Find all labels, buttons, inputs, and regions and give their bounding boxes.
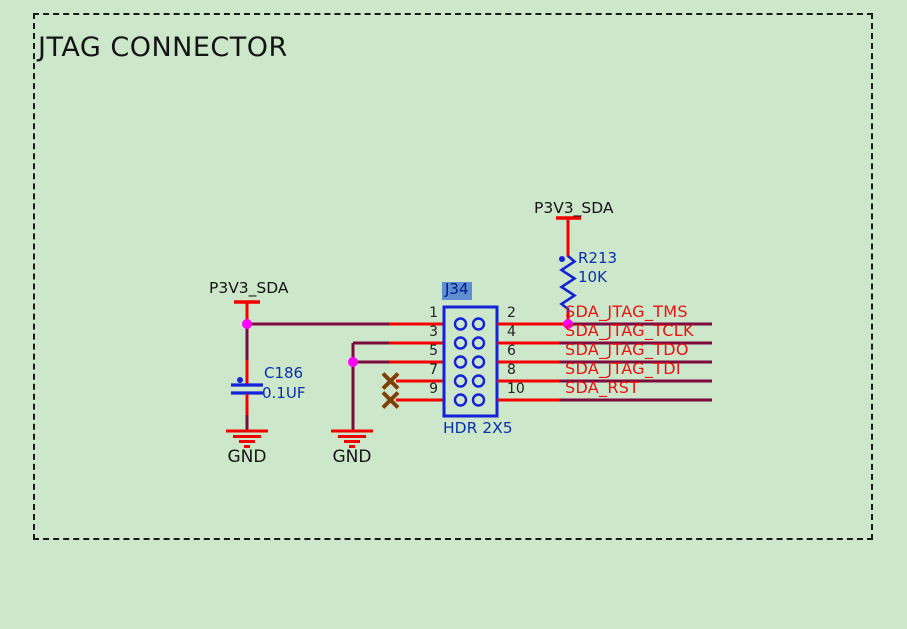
pin-number-5: 5	[429, 343, 438, 359]
no-connect-x-pin7[interactable]	[381, 372, 400, 390]
resistor-refdes[interactable]: R213	[578, 249, 618, 267]
schematic-border	[33, 13, 873, 540]
junction-dot-tms	[563, 319, 573, 329]
pin-circle-1	[453, 317, 468, 331]
pin-circle-7	[453, 374, 468, 388]
net-label-sda-jtag-tdi[interactable]: SDA_JTAG_TDI	[565, 359, 681, 378]
power-net-label-left[interactable]: P3V3_SDA	[209, 279, 289, 297]
pin-circle-6	[471, 355, 486, 369]
x-stroke	[381, 391, 400, 409]
resistor-value[interactable]: 10K	[578, 268, 607, 286]
net-label-sda-jtag-tdo[interactable]: SDA_JTAG_TDO	[565, 340, 689, 359]
capacitor-symbol[interactable]	[231, 377, 263, 395]
pin-number-2: 2	[507, 305, 516, 321]
ground-symbol-1[interactable]	[226, 429, 268, 448]
pin-number-3: 3	[429, 324, 438, 340]
pin-number-10: 10	[507, 381, 525, 397]
resistor-anchor-dot	[559, 256, 565, 262]
cap-anchor-dot	[237, 377, 243, 383]
connector-refdes[interactable]: J34	[442, 281, 472, 300]
capacitor-refdes[interactable]: C186	[264, 364, 304, 382]
pin-circle-5	[453, 355, 468, 369]
resistor-symbol[interactable]	[559, 255, 577, 313]
pin-number-7: 7	[429, 362, 438, 378]
connector-symbol[interactable]	[442, 305, 499, 418]
connector-footprint-label[interactable]: HDR 2X5	[443, 419, 513, 437]
junction-dot-gnd2	[348, 357, 358, 367]
no-connect-x-pin9[interactable]	[381, 391, 400, 409]
power-net-label-top[interactable]: P3V3_SDA	[534, 199, 614, 217]
pin-circle-8	[471, 374, 486, 388]
x-stroke	[381, 372, 400, 390]
net-label-sda-jtag-tclk[interactable]: SDA_JTAG_TCLK	[565, 321, 694, 340]
ground-label-2[interactable]: GND	[332, 447, 372, 467]
resistor-zigzag	[559, 255, 577, 313]
page-title: JTAG CONNECTOR	[38, 32, 288, 63]
pin-number-9: 9	[429, 381, 438, 397]
pin-number-8: 8	[507, 362, 516, 378]
net-label-sda-rst[interactable]: SDA_RST	[565, 378, 640, 397]
pin-number-1: 1	[429, 305, 438, 321]
pin-circle-10	[471, 393, 486, 407]
pin-circle-2	[471, 317, 486, 331]
pin-circle-9	[453, 393, 468, 407]
power-symbol-top[interactable]	[556, 216, 581, 257]
pin-circle-4	[471, 336, 486, 350]
net-label-sda-jtag-tms[interactable]: SDA_JTAG_TMS	[565, 302, 688, 321]
ground-label-1[interactable]: GND	[227, 447, 267, 467]
ground-symbol-2[interactable]	[331, 429, 373, 448]
pin-number-4: 4	[507, 324, 516, 340]
capacitor-value[interactable]: 0.1UF	[262, 384, 306, 402]
pin-number-6: 6	[507, 343, 516, 359]
connector-body	[442, 305, 499, 418]
junction-dot-power-left	[242, 319, 252, 329]
pin-circle-3	[453, 336, 468, 350]
